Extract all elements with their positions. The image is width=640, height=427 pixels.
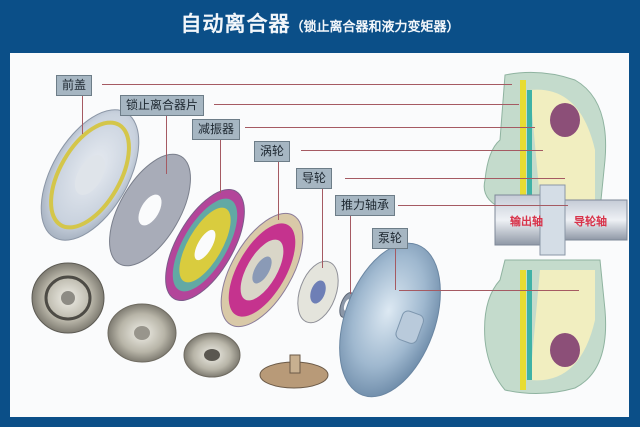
leader-line-stator bbox=[345, 178, 565, 179]
vleader-stator bbox=[322, 188, 323, 268]
vleader-damper bbox=[220, 137, 221, 193]
vleader-turbine bbox=[278, 160, 279, 220]
label-turbine: 涡轮 bbox=[254, 141, 291, 162]
leader-line-turbine bbox=[301, 150, 543, 151]
title-main: 自动离合器 bbox=[180, 12, 291, 36]
label-front-cover: 前盖 bbox=[56, 75, 93, 96]
stator-shaft-label: 导轮轴 bbox=[574, 215, 607, 228]
vleader-pump bbox=[395, 248, 396, 290]
leader-line-lockup bbox=[214, 104, 519, 105]
leader-line-thrust bbox=[398, 205, 568, 206]
label-lockup-clutch-plate: 锁止离合器片 bbox=[120, 95, 205, 116]
vleader-front-cover bbox=[82, 94, 83, 134]
diagram-title: 自动离合器（锁止离合器和液力变矩器） bbox=[0, 8, 640, 38]
leader-line-pump bbox=[399, 290, 579, 291]
label-stator: 导轮 bbox=[296, 168, 333, 189]
vleader-lockup bbox=[166, 114, 167, 174]
output-shaft-label: 输出轴 bbox=[510, 215, 543, 228]
leader-line-damper bbox=[245, 127, 535, 128]
cross-section-drawing bbox=[483, 71, 628, 395]
label-pump-impeller: 泵轮 bbox=[372, 228, 409, 249]
leader-line-front-cover bbox=[102, 84, 512, 85]
title-sub: （锁止离合器和液力变矩器） bbox=[290, 20, 460, 35]
vleader-thrust bbox=[350, 216, 351, 294]
front-cover-part bbox=[40, 109, 140, 241]
label-damper: 减振器 bbox=[192, 119, 241, 140]
label-thrust-bearing: 推力轴承 bbox=[335, 195, 396, 216]
